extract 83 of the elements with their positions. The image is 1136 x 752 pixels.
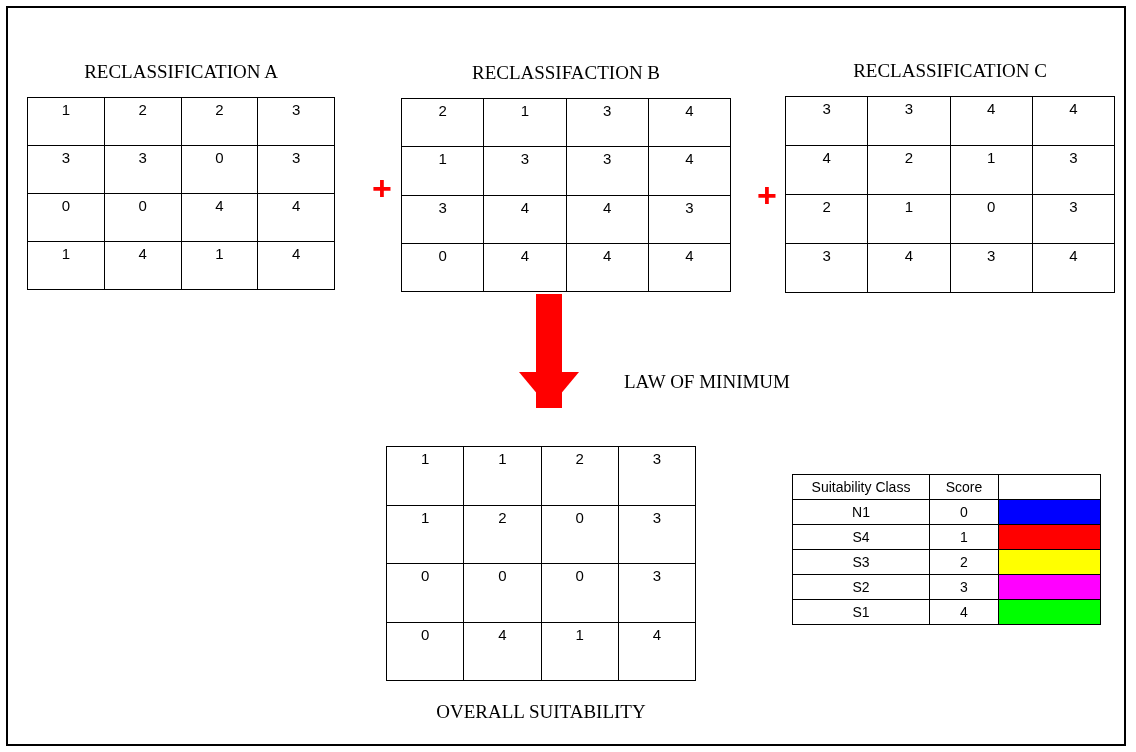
grid-cell: 3 (566, 98, 649, 147)
grid-cell: 1 (401, 146, 484, 195)
class-cell: S3 (792, 549, 930, 575)
grid-cell: 2 (867, 145, 950, 195)
grid-cell: 3 (618, 505, 696, 564)
grid-cell: 4 (867, 243, 950, 293)
grid-cell: 0 (104, 193, 181, 242)
grid-cell: 2 (104, 97, 181, 146)
grid-cell: 3 (257, 145, 335, 194)
class-cell: S1 (792, 599, 930, 625)
grid-cell: 3 (483, 146, 566, 195)
grid-cell: 2 (463, 505, 541, 564)
grid-title: RECLASSIFICATION A (84, 61, 278, 83)
grid-cell: 3 (785, 243, 868, 293)
grid-cell: 3 (950, 243, 1033, 293)
grid-cell: 3 (618, 563, 696, 622)
grid-cell: 4 (1032, 243, 1115, 293)
plus-sign: + (372, 173, 392, 203)
grid-cell: 1 (27, 241, 105, 290)
grid-cell: 4 (257, 241, 335, 290)
arrow (519, 294, 579, 408)
score-cell: 2 (929, 549, 999, 575)
class-cell: S2 (792, 574, 930, 600)
grid-cell: 4 (104, 241, 181, 290)
grid-cell: 4 (566, 243, 649, 292)
grid-cell: 4 (257, 193, 335, 242)
grid-cell: 4 (181, 193, 258, 242)
grid-title: RECLASSIFACTION B (471, 62, 661, 84)
header-cell: Score (929, 474, 999, 500)
grid-cell: 3 (566, 146, 649, 195)
class-cell: N1 (792, 499, 930, 525)
grid-cell: 0 (386, 563, 464, 622)
grid-cell: 0 (386, 622, 464, 681)
class-cell: S4 (792, 524, 930, 550)
grid-cell: 3 (1032, 194, 1115, 244)
grid-cell: 3 (785, 96, 868, 146)
score-cell: 4 (929, 599, 999, 625)
grid-cell: 0 (463, 563, 541, 622)
grid-cell: 4 (648, 98, 731, 147)
grid-cell: 2 (541, 446, 619, 505)
grid-cell: 2 (181, 97, 258, 146)
grid-cell: 3 (27, 145, 105, 194)
grid-cell: 0 (950, 194, 1033, 244)
score-cell: 3 (929, 574, 999, 600)
grid-cell: 4 (483, 195, 566, 244)
grid-cell: 1 (27, 97, 105, 146)
grid-cell: 1 (386, 446, 464, 505)
grid-cell: 1 (483, 98, 566, 147)
grid-cell: 3 (867, 96, 950, 146)
grid-cell: 0 (27, 193, 105, 242)
grid-cell: 4 (648, 243, 731, 292)
grid-cell: 1 (541, 622, 619, 681)
grid-cell: 2 (785, 194, 868, 244)
grid-cell: 4 (483, 243, 566, 292)
grid-cell: 4 (618, 622, 696, 681)
grid-cell: 0 (541, 505, 619, 564)
grid-cell: 2 (401, 98, 484, 147)
grid-cell: 0 (401, 243, 484, 292)
grid-cell: 4 (648, 146, 731, 195)
grid-cell: 1 (181, 241, 258, 290)
score-cell: 1 (929, 524, 999, 550)
grid-cell: 4 (463, 622, 541, 681)
grid-cell: 0 (181, 145, 258, 194)
score-cell: 0 (929, 499, 999, 525)
grid-cell: 1 (463, 446, 541, 505)
grid-cell: 3 (1032, 145, 1115, 195)
plus-sign: + (757, 180, 777, 210)
grid-cell: 1 (867, 194, 950, 244)
grid-title: RECLASSIFICATION C (853, 60, 1047, 82)
grid-cell: 3 (401, 195, 484, 244)
grid-cell: 4 (950, 96, 1033, 146)
grid-cell: 4 (785, 145, 868, 195)
grid-cell: 0 (541, 563, 619, 622)
grid-cell: 4 (1032, 96, 1115, 146)
grid-cell: 3 (618, 446, 696, 505)
grid-cell: 1 (950, 145, 1033, 195)
grid-title: OVERALL SUITABILITY (436, 701, 646, 723)
header-cell: Suitability Class (792, 474, 930, 500)
grid-cell: 1 (386, 505, 464, 564)
grid-cell: 3 (257, 97, 335, 146)
grid-cell: 4 (566, 195, 649, 244)
grid-cell: 3 (648, 195, 731, 244)
grid-cell: 3 (104, 145, 181, 194)
